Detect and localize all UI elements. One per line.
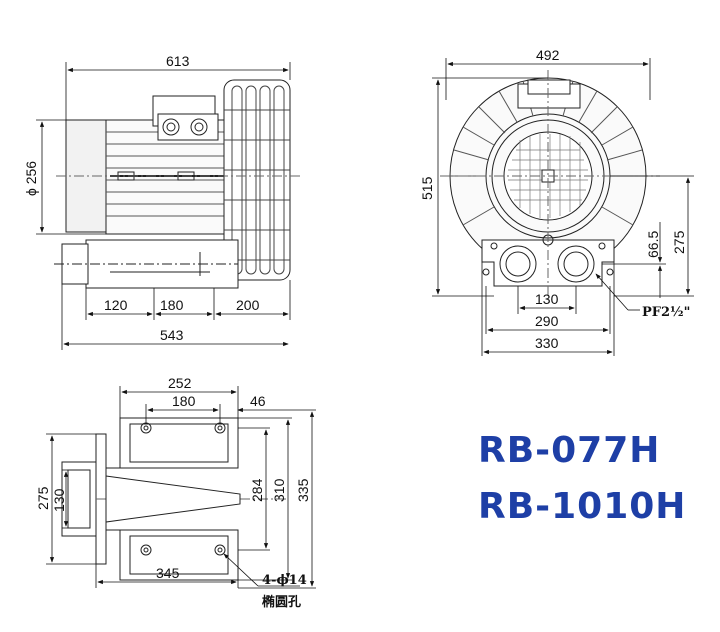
side-view-dimensions <box>432 58 694 356</box>
side-view <box>440 70 660 300</box>
dim-side-height: 515 <box>419 176 435 200</box>
model-name-2: RB-1010H <box>478 486 687 527</box>
dim-foot-width: 330 <box>535 335 559 351</box>
dim-bottom-overall: 252 <box>168 375 192 391</box>
model-name-1: RB-077H <box>478 430 661 471</box>
front-view-dimensions <box>36 62 291 350</box>
dim-hole-spacing: 180 <box>172 393 196 409</box>
bottom-view-dimensions <box>46 386 316 589</box>
bottom-view <box>61 417 286 581</box>
hole-desc-label: 椭圆孔 <box>262 594 301 610</box>
dim-length: 345 <box>156 565 180 581</box>
dim-base-left: 120 <box>104 297 128 313</box>
dim-side-width: 492 <box>536 47 560 63</box>
dim-flange-offset: 66.5 <box>645 231 661 258</box>
hole-spec-label: 4-ϕ14 <box>262 573 307 588</box>
dim-outlet-height: 275 <box>671 230 687 254</box>
dim-right-inner: 284 <box>249 478 265 502</box>
foot-top <box>119 417 239 469</box>
dim-base-right: 200 <box>236 297 260 313</box>
dim-left-inner: 130 <box>51 488 67 512</box>
dim-right-mid: 310 <box>271 478 287 502</box>
dim-overall-width: 613 <box>166 53 190 69</box>
dim-right-outer: 335 <box>295 478 311 502</box>
dim-base-total: 543 <box>160 327 184 343</box>
dim-port-spacing: 130 <box>535 291 559 307</box>
dim-base-mid: 180 <box>160 297 184 313</box>
front-view <box>54 79 300 289</box>
dim-edge-offset: 46 <box>250 393 266 409</box>
dim-motor-diameter: ϕ 256 <box>23 161 39 196</box>
port-thread-label: PF2½" <box>642 305 690 320</box>
dim-foot-spacing: 290 <box>535 313 559 329</box>
dim-left-height: 275 <box>35 486 51 510</box>
